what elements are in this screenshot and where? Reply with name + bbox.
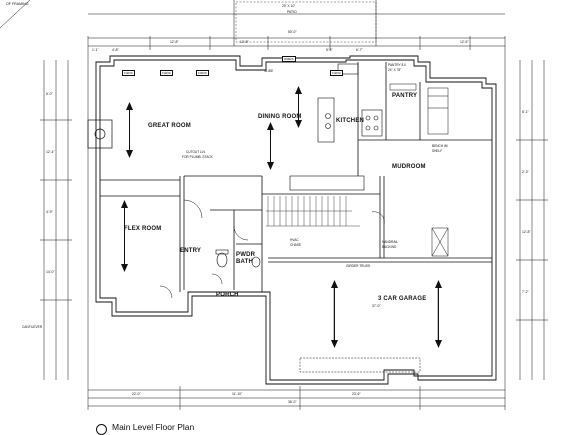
handrail-note-backing: BACKING: [382, 245, 397, 249]
dim-top-6: 6'-7": [356, 48, 363, 52]
bench-note-shelf: SHELF: [432, 149, 443, 153]
patio-label: PATIO: [287, 10, 297, 14]
pantry-shelving: [389, 83, 449, 135]
room-label-pwdr: PWDR: [236, 252, 256, 258]
dim-top-2: 4'-8": [112, 48, 119, 52]
cutout-note: CUTOUT LVL: [186, 150, 206, 154]
window-tag: F4030: [160, 70, 173, 76]
pantry-note: PANTRY 8.0: [388, 63, 406, 67]
interior-walls: [100, 62, 492, 292]
room-label-garage: 3 CAR GARAGE: [378, 296, 427, 302]
room-label-kitchen: KITCHEN: [336, 118, 365, 124]
patio-outline: [235, 1, 377, 43]
handrail-note: HANDRAIL: [382, 240, 399, 244]
dim-left-1: 5'-0": [46, 92, 53, 96]
pantry-note-size: 24" X 78": [388, 68, 402, 72]
dim-bottom-2: 11'-10": [232, 392, 243, 396]
room-label-mudroom: MUDROOM: [392, 164, 426, 170]
hvac-note-chase: CHASE: [290, 243, 301, 247]
slide-door-note: SLIDE: [264, 69, 274, 73]
room-label-dining-room: DINING ROOM: [258, 114, 302, 120]
exterior-walls: [95, 55, 497, 385]
patio-size: 20' X 10': [282, 4, 295, 8]
dim-top-3: 12'-8": [170, 40, 179, 44]
kitchen-cabinets: [289, 63, 383, 191]
room-label-great-room: GREAT ROOM: [148, 123, 191, 129]
window-tag: F4030: [196, 70, 209, 76]
joist-arrows: [121, 86, 442, 348]
dim-left-2: 12'-4": [46, 150, 55, 154]
dim-left-4: 14'-0": [46, 270, 55, 274]
stair-treads: [266, 196, 360, 227]
hvac-note: HVAC: [290, 238, 299, 242]
window-tag: F4030: [122, 70, 135, 76]
fireplace: [87, 119, 113, 149]
window-tag: W3026: [282, 56, 296, 62]
dim-bottom-1: 22'-0": [132, 392, 141, 396]
dim-garage-width: 37'-0": [372, 304, 381, 308]
door-swings: [159, 199, 385, 299]
framing-note: OF FRAMING: [6, 2, 29, 6]
dim-top-5: 5'-4": [326, 48, 333, 52]
bath-fixtures: [215, 249, 261, 268]
dim-top-7: 12'-6": [460, 40, 469, 44]
room-label-flex-room: FLEX ROOM: [124, 226, 162, 232]
room-label-pantry: PANTRY: [392, 93, 418, 99]
room-label-entry: ENTRY: [180, 248, 202, 254]
dim-bottom-overall: 36'-0": [288, 400, 297, 404]
dim-bottom-3: 23'-6": [352, 392, 361, 396]
cantilever-note: CANTILEVER: [22, 325, 43, 329]
drawing-title: Main Level Floor Plan: [112, 422, 195, 432]
dim-top-4: 12'-8": [240, 40, 249, 44]
cutout-note-stack: FOR PLUMB. STACK: [182, 155, 213, 159]
girder-truss-note: GIRDER TRUSS: [346, 264, 371, 268]
dim-right-4: 7'-2": [522, 290, 529, 294]
dim-top-overall: 50'-0": [288, 30, 297, 34]
bench-note: BENCH W/: [432, 144, 448, 148]
dim-right-3: 12'-8": [522, 230, 531, 234]
dim-left-3: 4'-9": [46, 210, 53, 214]
dim-right-2: 2'-3": [522, 170, 529, 174]
room-label-porch: PORCH: [216, 292, 239, 298]
dim-top-1: 1'-1": [92, 48, 99, 52]
drawing-number-marker: [96, 424, 107, 435]
window-tag: F4030: [330, 70, 343, 76]
dim-right-1: 8'-1": [522, 110, 529, 114]
room-label-bath: BATH: [236, 259, 254, 265]
